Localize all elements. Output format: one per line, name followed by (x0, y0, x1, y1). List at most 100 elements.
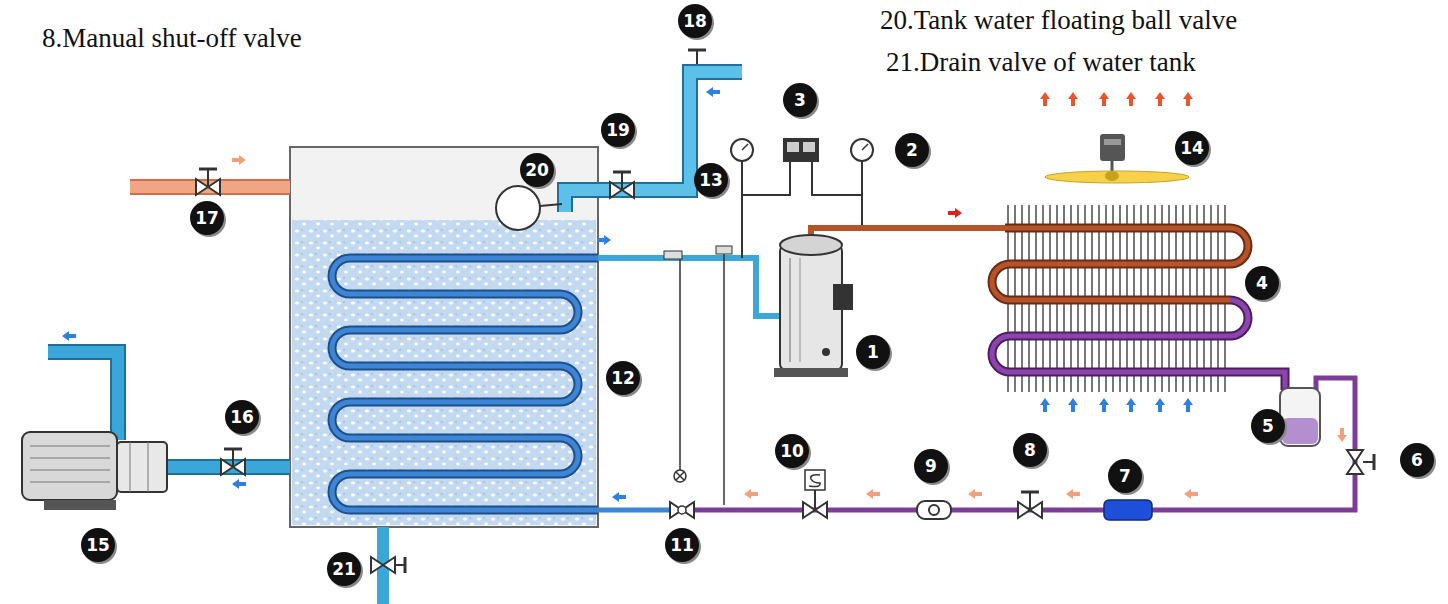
condenser-part (992, 300, 1285, 390)
callout-number: 12 (606, 361, 640, 395)
drain-pipe-part (404, 557, 407, 573)
expansion-valve-part (678, 506, 686, 514)
valve-6 (1347, 450, 1374, 474)
water-inlet-part (688, 49, 706, 52)
compressor-part (789, 258, 791, 362)
gauges-part (742, 162, 862, 195)
water-inlet-part (496, 186, 540, 230)
liquid-receiver-part (1280, 388, 1320, 446)
valve-6-part (1373, 454, 1376, 470)
water-pump-part (22, 432, 117, 500)
liquid-receiver (1280, 388, 1320, 446)
flow-arrows-part-part (1155, 398, 1165, 412)
callout-number: 19 (601, 113, 635, 147)
condenser (992, 205, 1285, 392)
valve-6-part (1363, 461, 1374, 463)
callout-text: 14 (1180, 140, 1204, 157)
flow-arrows-part (744, 489, 758, 499)
callout-number: 1 (856, 335, 890, 369)
gauges-part (742, 144, 748, 150)
flow-arrows-part-part (1068, 92, 1078, 106)
outlet-pipe-part (199, 168, 217, 171)
condenser-part (992, 300, 1285, 390)
flow-arrows-part (948, 208, 962, 218)
flow-arrows-part-part (1068, 398, 1078, 412)
flow-arrows-part (1066, 489, 1080, 499)
water-pump-part (117, 442, 167, 492)
callout-text: 9 (925, 458, 937, 475)
callout-number: 15 (81, 528, 115, 562)
condenser-fan-part (1105, 171, 1119, 181)
callout-text: 6 (1411, 452, 1423, 469)
condenser-part (992, 228, 1248, 300)
liquid-receiver-part (1282, 418, 1318, 444)
callout-number: 8 (1013, 433, 1047, 467)
compressor-part (822, 348, 830, 356)
solenoid-valve-part (814, 490, 816, 510)
bulb-lines-part (676, 472, 684, 480)
outlet-pipe-part (207, 169, 209, 187)
gauges (731, 138, 873, 258)
condenser-fan (1045, 134, 1189, 183)
liquid-line-part (694, 378, 1355, 510)
callout-number: 13 (694, 163, 728, 197)
gauges-part (862, 144, 868, 150)
gauges-part (731, 139, 753, 161)
flow-arrows-part (232, 155, 246, 165)
solenoid-valve-part (805, 470, 825, 490)
water-pump-part (30, 482, 110, 483)
callout-text: 21 (332, 561, 356, 578)
filter-dryer (1104, 500, 1152, 520)
part-label: 21.Drain valve of water tank (886, 48, 1196, 78)
expansion-valve-part (670, 502, 694, 518)
water-pump-part (148, 442, 149, 492)
bulb-lines-part (723, 252, 725, 505)
gauges-part (803, 142, 815, 152)
callout-number: 17 (190, 201, 224, 235)
callout-number: 2 (895, 133, 929, 167)
flow-arrows-part-part (1155, 92, 1165, 106)
evaporator-coil-part (332, 258, 598, 510)
gauges-part (783, 138, 819, 162)
water-pump-part (44, 500, 116, 510)
water-inlet (496, 50, 742, 230)
flow-arrows-part (1040, 92, 1193, 106)
outlet-pipe (130, 169, 290, 195)
callout-number: 9 (914, 449, 948, 483)
water-inlet-part (540, 204, 562, 206)
water-pump-part (48, 352, 118, 440)
flow-arrows-part (62, 331, 76, 341)
water-inlet-part (565, 72, 742, 212)
sight-glass-part (917, 501, 951, 519)
callout-text: 13 (699, 172, 723, 189)
callout-number: 14 (1175, 131, 1209, 165)
callout-text: 7 (1119, 468, 1131, 485)
flow-arrows (62, 87, 1347, 502)
gauges-part (741, 161, 743, 258)
flow-arrows-part-part (1183, 92, 1193, 106)
callout-text: 1 (867, 344, 879, 361)
callout-text: 10 (780, 443, 804, 460)
gauges-part (787, 142, 799, 152)
drain-pipe-part (371, 557, 395, 573)
flow-arrows-part (866, 489, 880, 499)
condenser-fan-part (1100, 134, 1125, 161)
compressor-part (780, 235, 842, 255)
flow-arrows-part-part (1126, 398, 1136, 412)
compressor-part (799, 258, 801, 362)
bulb-lines-part (664, 251, 682, 259)
bulb-lines-part (674, 470, 686, 482)
callout-text: 15 (86, 537, 110, 554)
condenser-fan-part (1104, 139, 1121, 145)
water-inlet-part (613, 171, 631, 174)
manual-shut-off-valve-part (1021, 491, 1039, 494)
flow-arrows-part-part (1099, 92, 1109, 106)
evaporator-coil (332, 258, 598, 510)
callout-text: 16 (230, 409, 254, 426)
callout-text: 20 (525, 162, 549, 179)
water-pump-part (224, 448, 242, 451)
expansion-valve (670, 502, 694, 518)
callout-number: 5 (1251, 409, 1285, 443)
